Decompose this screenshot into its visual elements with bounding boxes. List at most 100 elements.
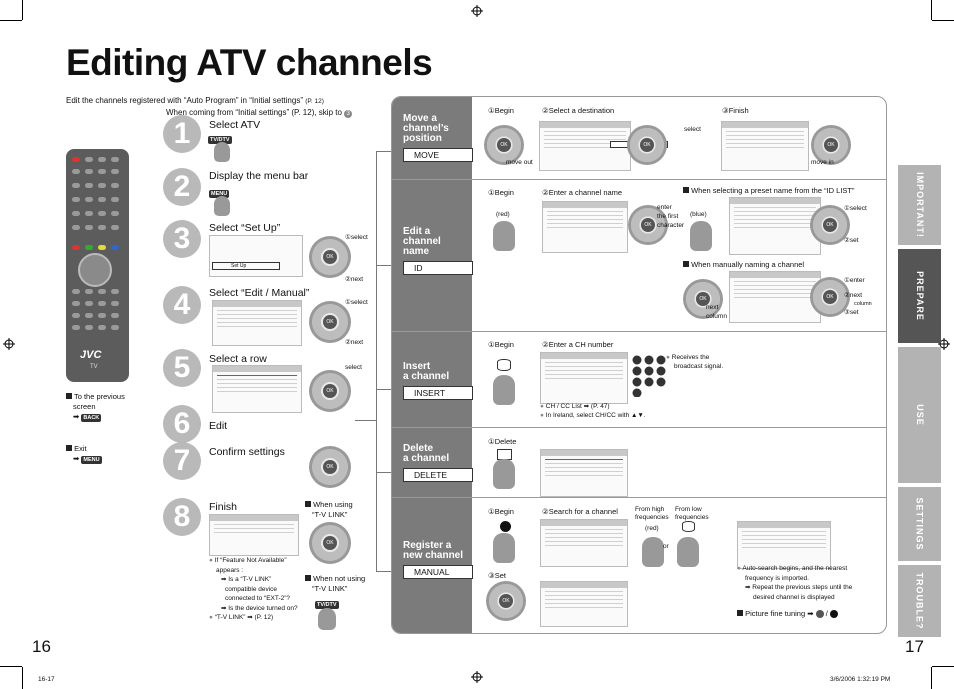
pressing-hand-icon (214, 196, 230, 216)
menu-label: MENU (209, 190, 230, 198)
step-1-label: Select ATV (209, 119, 261, 131)
back-button-icon: BACK (81, 414, 102, 422)
ok-dial-icon: OK (810, 205, 850, 245)
intro-text: Edit the channels registered with “Auto … (66, 96, 303, 105)
connector-line (355, 420, 376, 421)
move-select-label: select (684, 126, 701, 133)
move-finish: ③Finish (722, 106, 749, 115)
step-4-number: 4 (163, 286, 201, 324)
pressing-hand-icon (493, 375, 515, 405)
step-5-annotation-select: select (345, 364, 362, 371)
intro-line-1: Edit the channels registered with “Auto … (66, 96, 324, 105)
step-3-label: Select “Set Up” (209, 222, 281, 234)
receives-line2: broadcast signal. (674, 363, 724, 370)
edit-red-label: (red) (496, 211, 510, 218)
crop-mark (0, 20, 22, 21)
finish-note-2: appears : (216, 566, 244, 574)
section-move-title-1: Move a (403, 113, 437, 124)
crop-mark (931, 0, 932, 20)
finish-screen (209, 514, 299, 556)
remote-sub: TV (90, 364, 98, 370)
move-out-label: move out (506, 159, 533, 166)
intro-line-2: When coming from “Initial settings” (P. … (166, 108, 353, 118)
ok-dial-icon: OK (811, 125, 851, 165)
enter-first-char-1: enter (657, 204, 672, 211)
tab-use-label: USE (914, 404, 925, 426)
section-register-key: MANUAL (403, 565, 473, 579)
pressing-hand-icon (493, 221, 515, 251)
pressing-hand-icon (214, 142, 230, 162)
connector-line (376, 389, 392, 390)
edit-begin: ①Begin (488, 188, 514, 197)
manual-set-label: ③set (844, 309, 859, 316)
section-move: Move a channel’s position MOVE (403, 114, 483, 162)
from-low-2: frequencies (675, 514, 709, 521)
manual-next-column-1: next (706, 304, 719, 311)
ok-dial-icon: OK (810, 277, 850, 317)
setup-menu-screen: Set Up (209, 235, 303, 277)
ok-dial-icon: OK (683, 279, 723, 319)
connector-line (376, 472, 392, 473)
tv-dtv-label: TV/DTV (208, 136, 232, 144)
crop-mark (932, 666, 954, 667)
ok-dial-icon: OK (628, 205, 668, 245)
tab-prepare[interactable]: PREPARE (898, 249, 941, 343)
step-2-label: Display the menu bar (209, 170, 309, 182)
step-4-annotation-select: ①select (345, 299, 368, 306)
tab-trouble[interactable]: TROUBLE? (898, 565, 941, 637)
page-number-right: 17 (905, 637, 924, 656)
step-2-number: 2 (163, 168, 201, 206)
enter-first-char-3: character (657, 222, 685, 229)
manual-enter-label: ①enter (844, 277, 865, 284)
crop-mark (931, 667, 932, 689)
section-edit-title-2: channel (403, 236, 441, 247)
from-low: From low frequencies (675, 506, 709, 522)
exit-note: Exit ➡ MENU (66, 444, 102, 465)
from-high-2: frequencies (635, 514, 669, 521)
step-5-label: Select a row (209, 353, 267, 365)
ireland-text: In Ireland, select CH/CC with ▲▼. (545, 412, 646, 419)
ok-dial-icon: OK (484, 125, 524, 165)
tab-important[interactable]: IMPORTANT! (898, 165, 941, 245)
edit-modes-panel: Move a channel’s position MOVE Edit a ch… (391, 96, 887, 634)
tab-use[interactable]: USE (898, 347, 941, 483)
fine-tuning: Picture fine tuning ➡ / (737, 609, 838, 619)
register-notes: ● Auto-search begins, and the nearest fr… (737, 565, 853, 601)
finish-note-6: ➡ Is the device turned on? (221, 604, 298, 612)
section-edit: Edit a channel name ID (403, 227, 483, 275)
delete-begin: ①Delete (488, 437, 517, 446)
manual-next-column: next column (706, 303, 727, 321)
manual-name-screen (729, 271, 821, 323)
section-divider (392, 331, 886, 332)
ok-dial-icon: OK (627, 125, 667, 165)
when-using-line2: “T-V LINK” (312, 510, 348, 519)
section-edit-key: ID (403, 261, 473, 275)
tv-dtv-button-icon: TV/DTV (208, 134, 232, 144)
page-title: Editing ATV channels (66, 42, 433, 83)
register-note-4: desired channel is displayed (753, 593, 835, 601)
preset-select-label: ①select (844, 205, 867, 212)
enter-first-char: enter the first character (657, 203, 684, 230)
menu-button-icon: MENU (81, 456, 102, 464)
crop-mark (22, 0, 23, 20)
section-sidebar (392, 97, 472, 633)
tab-settings[interactable]: SETTINGS (898, 487, 941, 561)
section-move-key: MOVE (403, 148, 473, 162)
step-6-number: 6 (163, 405, 201, 443)
register-screen (540, 519, 628, 567)
enter-first-char-2: the first (657, 213, 679, 220)
when-using-tvlink: When using “T-V LINK” (305, 500, 353, 520)
crop-mark (22, 667, 23, 689)
register-begin: ①Begin (488, 507, 514, 516)
step-7-label: Confirm settings (209, 446, 285, 458)
back-note-line2: screen (73, 402, 96, 411)
register-search: ②Search for a channel (542, 507, 618, 516)
section-insert: Insert a channel INSERT (403, 362, 483, 400)
connector-line (376, 151, 392, 152)
preset-set-label: ②set (844, 237, 859, 244)
registration-mark-bottom (471, 671, 483, 683)
tab-settings-label: SETTINGS (914, 497, 925, 551)
section-move-title-2: channel’s (403, 123, 449, 134)
section-delete-title-1: Delete (403, 443, 434, 454)
from-high: From high frequencies (635, 506, 669, 522)
